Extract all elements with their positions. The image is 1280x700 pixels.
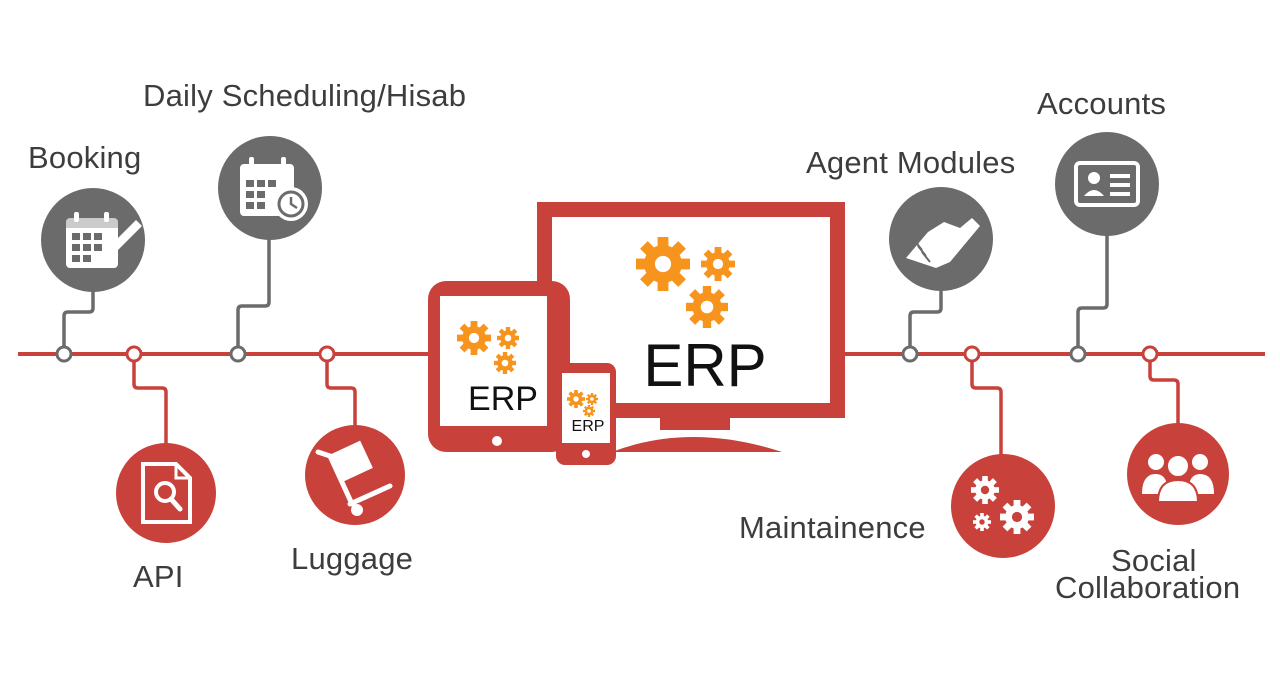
label-maintainence: Maintainence	[739, 510, 926, 545]
label-api: API	[133, 559, 184, 594]
label-accounts: Accounts	[1037, 86, 1167, 121]
label-social: Social	[1111, 543, 1197, 578]
node-agent	[901, 345, 919, 363]
handshake-icon	[889, 187, 993, 291]
erp-tablet-label: ERP	[468, 380, 538, 418]
node-scheduling	[229, 345, 247, 363]
label-collaboration: Collaboration	[1055, 570, 1241, 605]
connector-scheduling	[236, 236, 271, 354]
node-maintenance	[963, 345, 981, 363]
gears-icon	[951, 454, 1055, 558]
connector-social	[1148, 354, 1180, 425]
label-booking: Booking	[28, 140, 142, 175]
connector-booking	[62, 272, 95, 354]
node-booking	[55, 345, 73, 363]
booking-calendar-icon	[41, 188, 145, 292]
calendar-clock-icon	[218, 136, 322, 240]
erp-monitor-label: ERP	[643, 332, 766, 399]
erp-phone-label: ERP	[572, 418, 605, 435]
id-card-icon	[1055, 132, 1159, 236]
node-social	[1141, 345, 1159, 363]
phone-device: ERP	[556, 363, 616, 465]
label-agent-modules: Agent Modules	[806, 145, 1016, 180]
connector-accounts	[1076, 232, 1109, 354]
document-search-icon	[116, 443, 216, 543]
tablet-device: ERP	[428, 281, 570, 452]
label-luggage: Luggage	[291, 541, 414, 576]
connector-maintenance	[970, 354, 1003, 460]
node-api	[125, 345, 143, 363]
label-daily-scheduling: Daily Scheduling/Hisab	[143, 78, 467, 113]
connector-api	[132, 354, 168, 446]
group-people-icon	[1127, 423, 1229, 525]
luggage-trolley-icon	[305, 425, 405, 525]
connector-agent	[908, 286, 943, 354]
node-accounts	[1069, 345, 1087, 363]
connector-luggage	[325, 354, 357, 426]
node-luggage	[318, 345, 336, 363]
